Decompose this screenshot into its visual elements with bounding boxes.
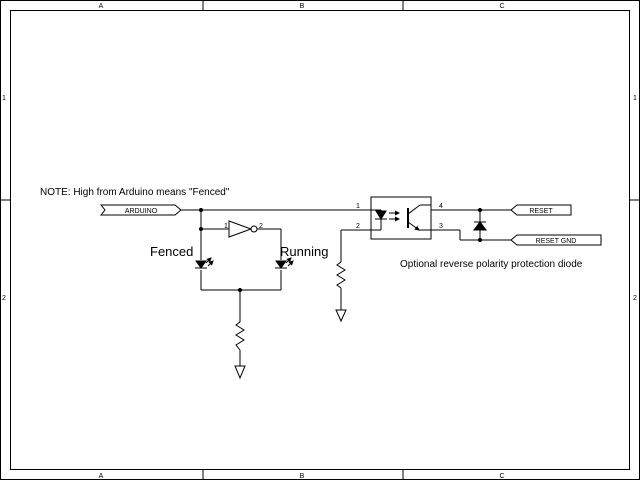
- reset-port: RESET: [510, 204, 572, 216]
- opto-pin-1: 1: [356, 203, 360, 210]
- inverter-gate: 1 2: [224, 220, 263, 238]
- junctions: [199, 208, 482, 292]
- arduino-port-label: ARDUINO: [125, 208, 158, 215]
- frame-col-a-bottom: A: [99, 473, 104, 480]
- opto-pin-4: 4: [439, 203, 443, 210]
- frame-row-2-left: 2: [2, 295, 6, 302]
- led-running: [275, 257, 294, 269]
- reset-gnd-port: RESET GND: [510, 234, 602, 246]
- reset-gnd-port-label: RESET GND: [536, 238, 577, 245]
- frame-row-1-right: 1: [633, 95, 637, 102]
- protection-diode: [473, 221, 487, 231]
- resistor-led: [235, 321, 245, 351]
- frame-row-2-right: 2: [633, 295, 637, 302]
- frame-row-1-left: 1: [2, 95, 6, 102]
- wires: [181, 209, 511, 366]
- frame-column-labels-top: A B C: [99, 3, 505, 10]
- arduino-port: ARDUINO: [99, 204, 182, 216]
- junction-dot: [199, 208, 203, 212]
- junction-dot: [478, 208, 482, 212]
- label-running: Running: [280, 244, 328, 259]
- junction-dot: [199, 227, 203, 231]
- frame-row-labels: 1 2 1 2: [2, 95, 637, 302]
- frame-col-b-bottom: B: [300, 473, 305, 480]
- led-fenced: [195, 257, 214, 269]
- ground-symbol-led: [234, 365, 246, 380]
- ground-symbol-opto: [335, 309, 347, 323]
- junction-dot: [478, 238, 482, 242]
- inverter-pin-2: 2: [259, 223, 263, 230]
- diode-note-text: Optional reverse polarity protection dio…: [400, 259, 583, 270]
- reset-port-label: RESET: [529, 208, 553, 215]
- label-fenced: Fenced: [150, 244, 193, 259]
- note-text: NOTE: High from Arduino means "Fenced": [40, 187, 230, 198]
- inverter-pin-1: 1: [224, 223, 228, 230]
- optocoupler: 1 2 4 3: [356, 196, 443, 240]
- frame-col-a-top: A: [99, 3, 104, 10]
- opto-pin-3: 3: [439, 223, 443, 230]
- frame-column-labels-bottom: A B C: [99, 473, 505, 480]
- frame-col-b-top: B: [300, 3, 305, 10]
- frame-col-c-bottom: C: [499, 473, 504, 480]
- junction-dot: [238, 288, 242, 292]
- resistor-opto: [336, 261, 346, 289]
- opto-pin-2: 2: [356, 223, 360, 230]
- frame-col-c-top: C: [499, 3, 504, 10]
